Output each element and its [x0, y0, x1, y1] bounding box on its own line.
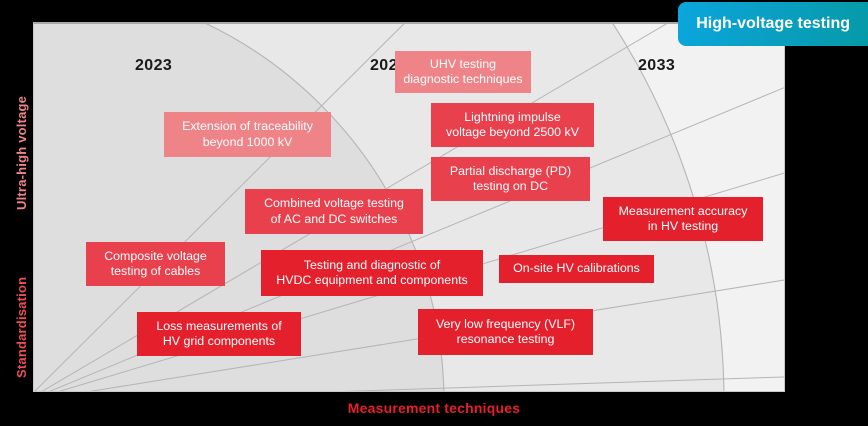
- y-axis-title-upper: Ultra-high voltage: [14, 95, 29, 210]
- spoke-6: [34, 24, 405, 391]
- zone-near: [34, 24, 444, 391]
- topic-testing-and-diagnostic-hvdc[interactable]: Testing and diagnostic of HVDC equipment…: [261, 250, 483, 296]
- year-label-2033: 2033: [638, 57, 676, 74]
- topic-very-low-frequency-resonance-testing[interactable]: Very low frequency (VLF) resonance testi…: [418, 309, 593, 355]
- x-axis-title: Measurement techniques: [347, 400, 521, 416]
- year-label-2023: 2023: [135, 57, 173, 74]
- topic-composite-voltage-testing-of-cables[interactable]: Composite voltage testing of cables: [86, 242, 225, 286]
- topic-on-site-hv-calibrations[interactable]: On-site HV calibrations: [499, 255, 654, 283]
- topic-partial-discharge-testing-on-dc[interactable]: Partial discharge (PD) testing on DC: [431, 157, 590, 201]
- topic-loss-measurements-of-hv-grid-components[interactable]: Loss measurements of HV grid components: [137, 312, 301, 356]
- topic-measurement-accuracy-in-hv-testing[interactable]: Measurement accuracy in HV testing: [603, 197, 763, 241]
- topic-lightning-impulse-voltage[interactable]: Lightning impulse voltage beyond 2500 kV: [431, 103, 594, 147]
- topic-combined-voltage-testing[interactable]: Combined voltage testing of AC and DC sw…: [245, 189, 423, 234]
- topic-extension-of-traceability[interactable]: Extension of traceability beyond 1000 kV: [164, 112, 331, 157]
- roadmap-plot-area: 2023 2028 2033 UHV testing diagnostic te…: [33, 22, 785, 392]
- y-axis-title-lower: Standardisation: [14, 276, 29, 378]
- topic-uhv-testing-diagnostic-techniques[interactable]: UHV testing diagnostic techniques: [395, 51, 531, 93]
- spoke-1: [342, 376, 784, 391]
- high-voltage-testing-badge[interactable]: High-voltage testing: [678, 2, 868, 46]
